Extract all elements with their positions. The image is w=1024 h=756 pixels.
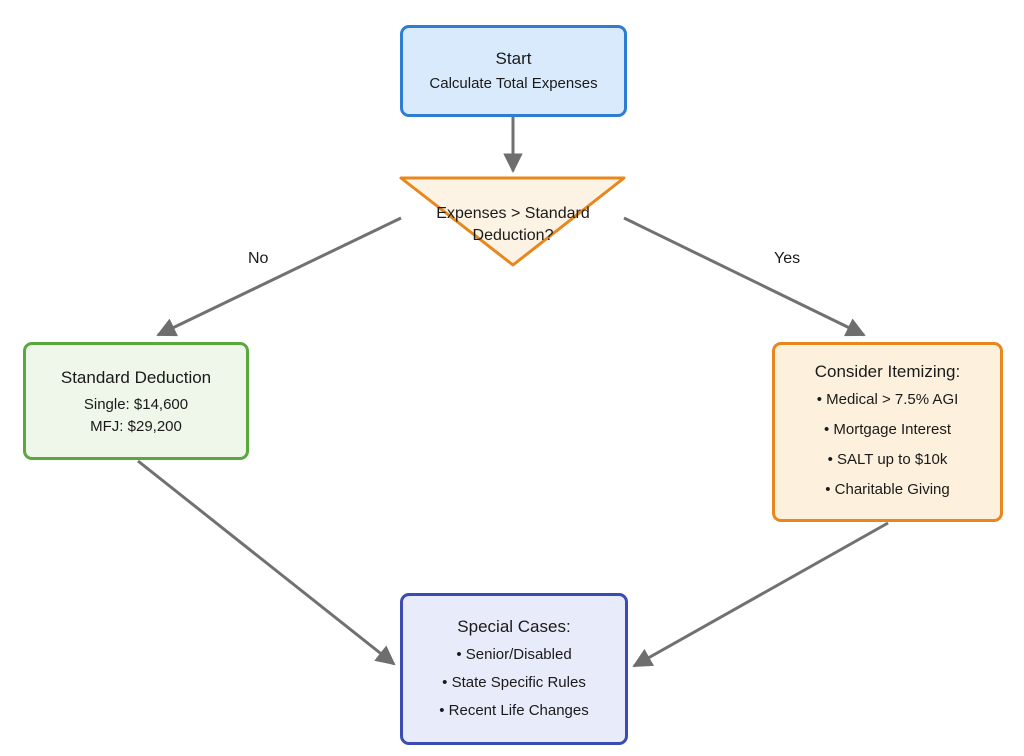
node-special-cases: Special Cases: • Senior/Disabled • State…	[400, 593, 628, 745]
standard-deduction-single-amount: Single: $14,600	[83, 395, 189, 413]
special-cases-bullet-life-changes: • Recent Life Changes	[439, 702, 589, 719]
edge-label-yes: Yes	[772, 250, 803, 268]
node-start: Start Calculate Total Expenses	[400, 25, 627, 117]
itemizing-bullet-medical: • Medical > 7.5% AGI	[816, 391, 959, 408]
special-cases-bullet-senior: • Senior/Disabled	[456, 646, 572, 663]
node-standard-deduction: Standard Deduction Single: $14,600 MFJ: …	[23, 342, 249, 460]
special-cases-bullet-state-rules: • State Specific Rules	[442, 674, 586, 691]
edge-decision-to-standard	[156, 216, 402, 337]
edge-itemize-to-special	[632, 521, 889, 668]
itemizing-bullet-charitable: • Charitable Giving	[825, 481, 950, 498]
edge-label-no: No	[246, 250, 271, 268]
node-consider-itemizing: Consider Itemizing: • Medical > 7.5% AGI…	[772, 342, 1003, 522]
decision-triangle	[399, 176, 626, 267]
node-special-cases-title: Special Cases:	[457, 617, 571, 636]
itemizing-bullet-salt: • SALT up to $10k	[827, 451, 948, 468]
standard-deduction-mfj-amount: MFJ: $29,200	[90, 417, 182, 435]
edge-standard-to-special	[137, 459, 396, 666]
node-consider-itemizing-title: Consider Itemizing:	[814, 362, 961, 381]
node-standard-deduction-title: Standard Deduction	[60, 367, 212, 387]
decision-question: Expenses > Standard Deduction?	[436, 205, 590, 244]
edge-decision-to-itemize	[623, 216, 866, 337]
node-start-subtitle: Calculate Total Expenses	[429, 75, 598, 92]
node-start-title: Start	[495, 49, 532, 68]
itemizing-bullet-mortgage: • Mortgage Interest	[824, 421, 951, 438]
